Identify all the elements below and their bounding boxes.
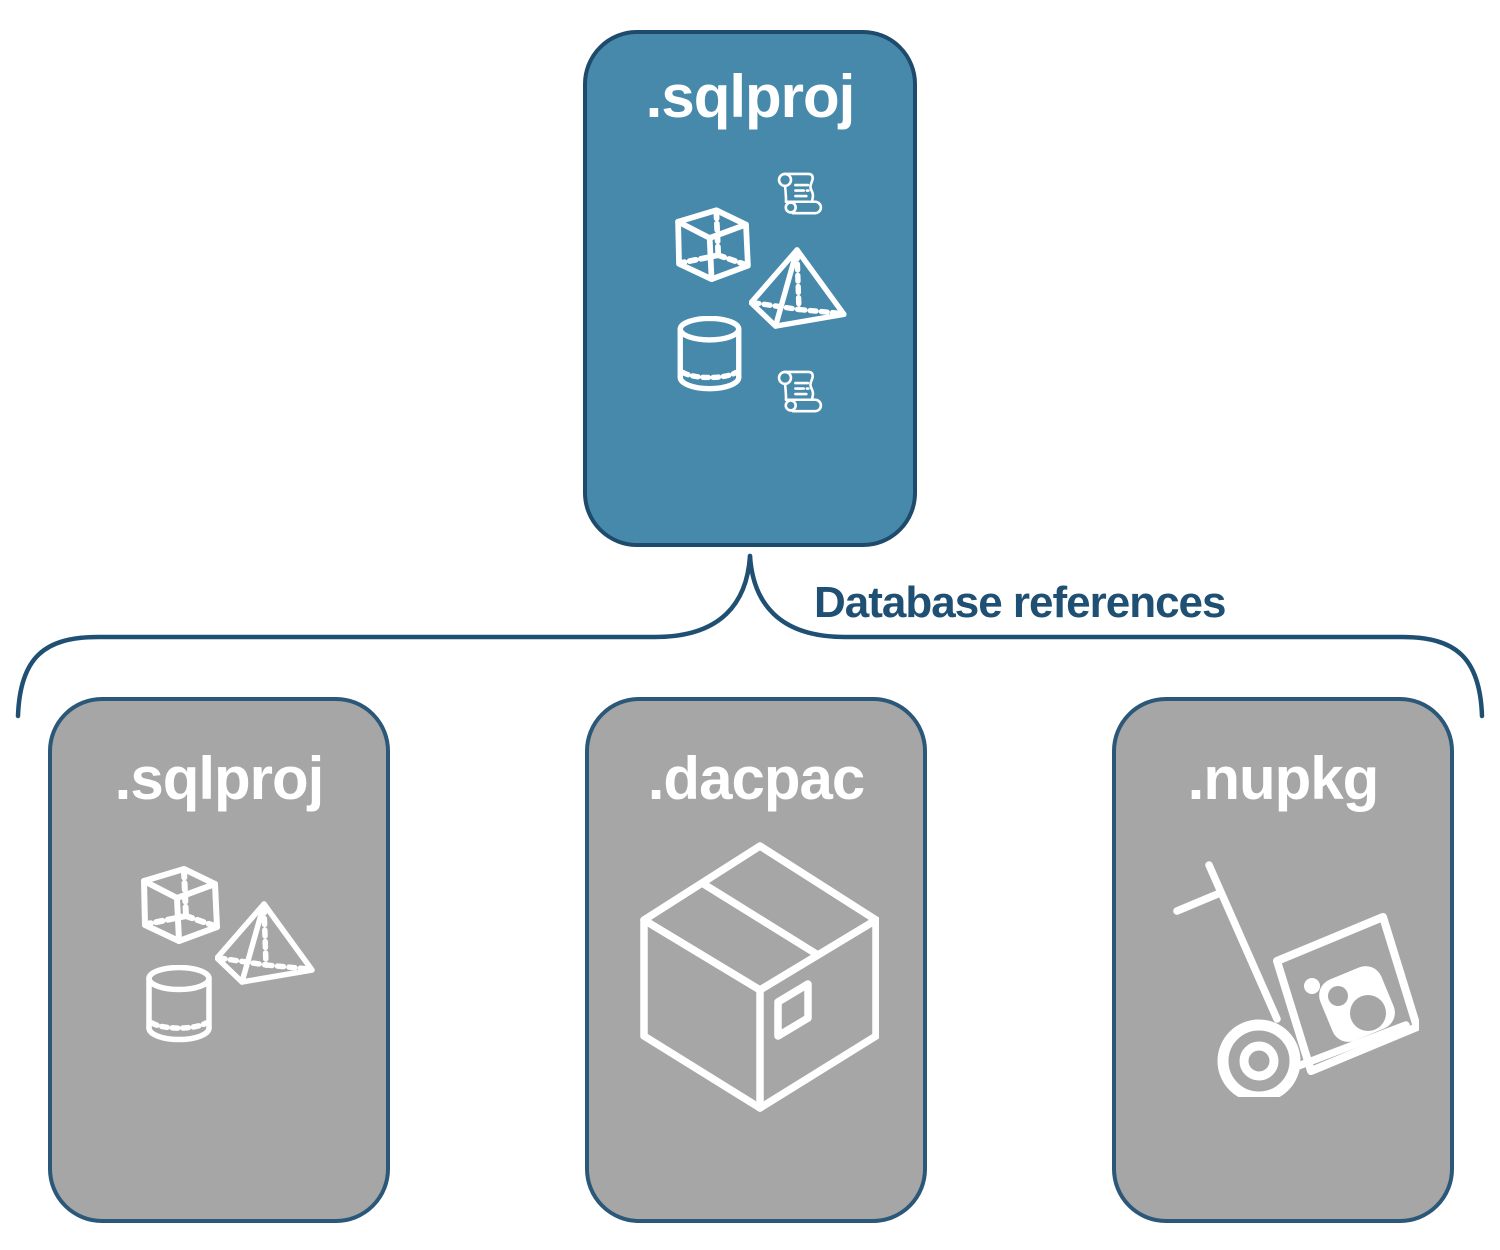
- pyramid-icon: [215, 899, 315, 987]
- main-card-label: .sqlproj: [645, 63, 856, 130]
- ref-card-label: .nupkg: [1187, 745, 1380, 812]
- scroll-icon: [772, 367, 824, 420]
- cylinder-icon: [146, 965, 212, 1045]
- ref-card-nupkg: .nupkg: [1112, 697, 1454, 1223]
- cube-icon: [138, 852, 223, 944]
- ref-card-dacpac: .dacpac: [585, 697, 927, 1223]
- cube-icon: [671, 194, 755, 282]
- package-box-icon: [639, 842, 879, 1112]
- connector-label: Database references: [814, 578, 1226, 627]
- ref-card-label: .sqlproj: [114, 745, 325, 812]
- pyramid-icon: [749, 245, 847, 331]
- ref-card-label: .dacpac: [647, 745, 865, 812]
- main-sqlproj-card: .sqlproj: [583, 30, 917, 547]
- cylinder-icon: [676, 316, 743, 394]
- hand-truck-icon: [1169, 847, 1419, 1097]
- scroll-icon: [772, 169, 824, 222]
- ref-card-sqlproj: .sqlproj: [48, 697, 390, 1223]
